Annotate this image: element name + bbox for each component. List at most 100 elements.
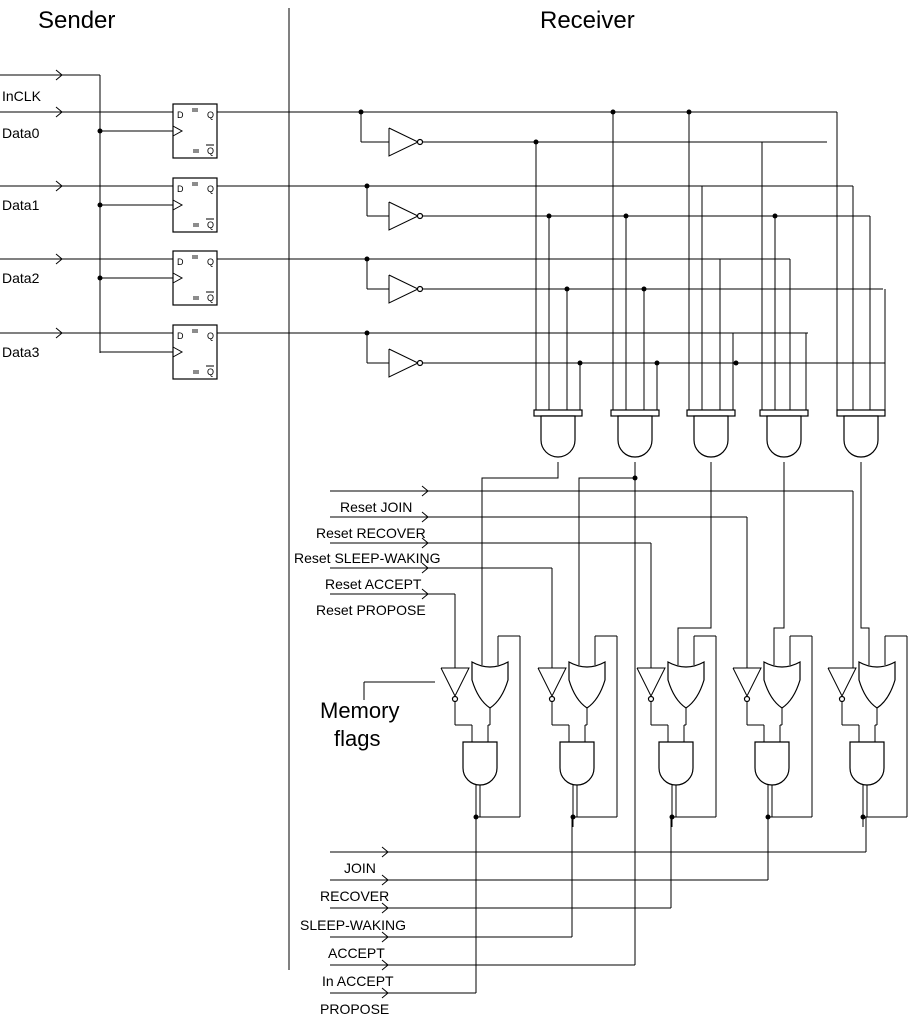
arrowhead [421, 485, 429, 497]
junction-dot [610, 109, 616, 115]
reset-line-3 [330, 562, 553, 668]
reset-pin-mark [193, 296, 199, 300]
reset-label-sleep-waking: Reset SLEEP-WAKING [294, 550, 441, 566]
inverter-gate [388, 274, 420, 304]
output-label-in-accept: In ACCEPT [322, 973, 394, 989]
clock-triangle [172, 125, 184, 137]
gate-input-bar [836, 409, 886, 417]
and-gate-body [617, 415, 653, 458]
flipflop-q-pin: Q [207, 331, 214, 341]
inverter-bubble [416, 138, 424, 146]
gate-input-bar [533, 409, 583, 417]
junction-dot [364, 330, 370, 336]
and-gate-body [843, 415, 879, 458]
flipflop-d-pin: D [177, 184, 184, 194]
bit-1-wires [217, 183, 870, 231]
or-gate [858, 660, 896, 709]
clock-triangle [172, 346, 184, 358]
output-label-recover: RECOVER [320, 888, 389, 904]
bit-0-wires [217, 109, 837, 157]
junction-dot [772, 213, 778, 219]
output-line-5 [330, 817, 477, 999]
flipflop-body [172, 103, 218, 159]
reset-line-2 [330, 537, 652, 668]
memory-label-line2: flags [334, 726, 380, 751]
or-gate [471, 660, 509, 709]
inverter-bubble [416, 212, 424, 220]
clock-line [0, 69, 101, 353]
inverter-bubble [416, 359, 424, 367]
gate-input-bar [610, 409, 660, 417]
arrowhead [421, 537, 429, 549]
arrowhead [421, 511, 429, 523]
reset-line-1 [330, 511, 748, 668]
arrowhead [421, 588, 429, 600]
arrowhead [421, 562, 429, 574]
decoder-and-gate-0 [533, 409, 583, 458]
output-lines [330, 478, 867, 999]
junction-dot [623, 213, 629, 219]
reset-label-accept: Reset ACCEPT [325, 576, 422, 592]
and-gate-body [693, 415, 729, 458]
junction-dot [546, 213, 552, 219]
reset-label-join: Reset JOIN [340, 499, 412, 515]
output-label-accept: ACCEPT [328, 945, 385, 961]
data-input-label: Data1 [2, 197, 40, 213]
memory-label-line1: Memory [320, 698, 399, 723]
reset-pin-mark [193, 149, 199, 153]
reset-inverter-bubble [548, 695, 556, 703]
set-pin-mark [192, 108, 198, 112]
flipflop-qbar-pin: Q [207, 146, 214, 156]
sender-heading: Sender [38, 7, 115, 34]
output-line-0 [330, 817, 867, 858]
flipflop-q-pin: Q [207, 257, 214, 267]
junction-dot [97, 128, 103, 134]
reset-inverter-bubble [838, 695, 846, 703]
flipflop-q-pin: Q [207, 184, 214, 194]
reset-pin-mark [193, 370, 199, 374]
inverter-gate [388, 201, 420, 231]
bit-3-wires [217, 330, 885, 378]
reset-inverter [440, 667, 470, 698]
junction-dot [364, 183, 370, 189]
inclk-label: InCLK [2, 88, 42, 104]
or-gate [763, 660, 801, 709]
memory-cell-2 [636, 635, 717, 827]
junction-dot [733, 360, 739, 366]
signal-distribution [217, 109, 886, 410]
and-gate [754, 741, 790, 786]
arrowhead [381, 987, 389, 999]
junction-dot [97, 275, 103, 281]
inverter-bubble [416, 285, 424, 293]
memory-cell-0 [440, 635, 521, 827]
decoder-output-0 [481, 462, 559, 640]
junction-dot [564, 286, 570, 292]
or-gate [667, 660, 705, 709]
flipflop-qbar-pin: Q [207, 293, 214, 303]
reset-inverter-bubble [451, 695, 459, 703]
and-gate [658, 741, 694, 786]
decoder-and-gate-3 [759, 409, 809, 458]
flipflop-q-pin: Q [207, 110, 214, 120]
and-gate [462, 741, 498, 786]
arrowhead [55, 180, 63, 192]
clock-triangle [172, 272, 184, 284]
arrowhead [381, 874, 389, 886]
data-input-label: Data0 [2, 125, 40, 141]
reset-label-propose: Reset PROPOSE [316, 602, 426, 618]
output-line-4 [330, 478, 636, 971]
output-label-join: JOIN [344, 860, 376, 876]
or-gate [568, 660, 606, 709]
output-label-sleep-waking: SLEEP-WAKING [300, 917, 406, 933]
and-gate [849, 741, 885, 786]
decoder-output-2 [677, 462, 712, 640]
junction-dot [364, 256, 370, 262]
receiver-heading: Receiver [540, 7, 635, 34]
flipflop-d-pin: D [177, 331, 184, 341]
junction-dot [654, 360, 660, 366]
